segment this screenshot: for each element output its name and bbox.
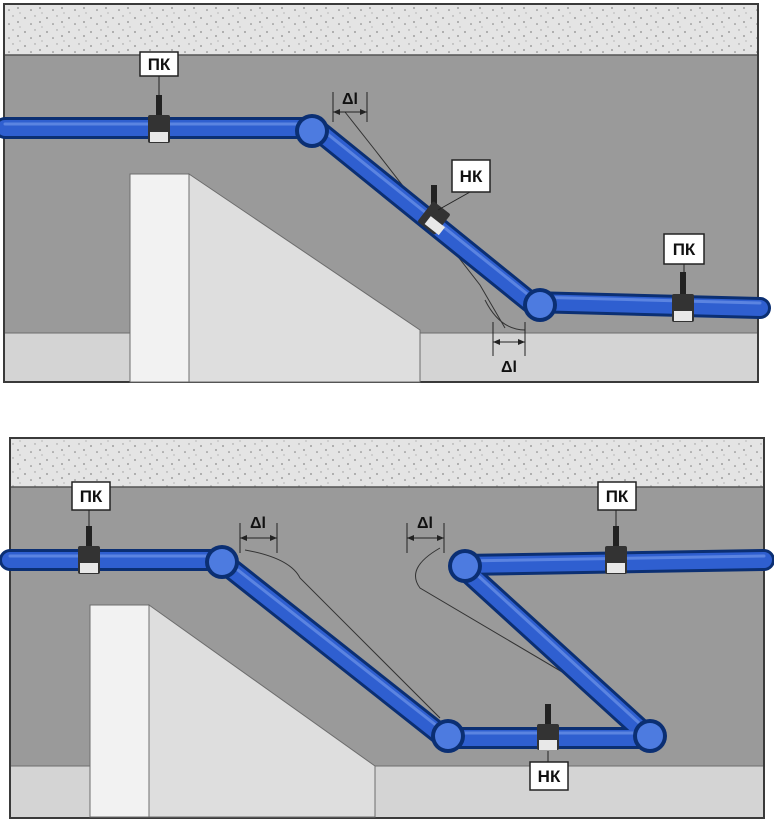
beam-face <box>129 173 190 383</box>
elbow-right-top <box>448 549 482 583</box>
label-pk-right: ПК <box>663 233 705 265</box>
delta-l-top-text: Δl <box>342 91 358 108</box>
label-nk-text: НК <box>460 167 483 186</box>
elbow-left-bottom <box>431 719 465 753</box>
elbow-top <box>295 114 329 148</box>
delta-l-right-text: Δl <box>417 515 433 532</box>
beam-face <box>89 604 150 818</box>
label-pk-left: ПК <box>71 481 111 511</box>
thermal-deflection-line-right <box>415 547 641 719</box>
delta-l-left: Δl <box>239 515 278 553</box>
sliding-support <box>418 185 450 236</box>
label-pk-left-text: ПК <box>148 55 171 74</box>
bottom-diagram: ПК ПК НК Δl Δl <box>0 428 774 820</box>
label-nk: НК <box>451 159 491 193</box>
top-diagram: ПК НК ПК Δl Δl <box>0 0 774 395</box>
elbow-right-bottom <box>633 719 667 753</box>
label-pk-left-text: ПК <box>80 487 103 506</box>
delta-l-left-text: Δl <box>250 515 266 532</box>
elbow-bottom <box>523 288 557 322</box>
bottom-diagram-canvas: ПК ПК НК Δl Δl <box>0 437 774 819</box>
sliding-support <box>537 704 559 750</box>
label-nk-text: НК <box>538 767 561 786</box>
beam-slope <box>188 173 421 383</box>
elbow-left-top <box>205 545 239 579</box>
fixed-support-right <box>605 526 627 574</box>
label-nk: НК <box>529 761 569 791</box>
label-pk-left: ПК <box>139 51 179 77</box>
delta-l-top: Δl <box>332 91 368 122</box>
ceiling-slab <box>11 439 763 487</box>
beam-slope <box>148 604 376 818</box>
leader-nk <box>437 191 471 211</box>
fixed-support-left <box>78 526 100 574</box>
fixed-support-right <box>672 272 694 322</box>
delta-l-bottom: Δl <box>492 322 526 376</box>
deflection-arc-bottom <box>484 299 526 331</box>
delta-l-bottom-text: Δl <box>501 359 517 376</box>
label-pk-right: ПК <box>597 481 637 511</box>
fixed-support-left <box>148 95 170 143</box>
ceiling-slab <box>5 5 757 55</box>
label-pk-right-text: ПК <box>673 240 696 259</box>
thermal-deflection-line-left <box>244 549 441 719</box>
top-diagram-canvas: ПК НК ПК Δl Δl <box>0 3 771 383</box>
label-pk-right-text: ПК <box>606 487 629 506</box>
delta-l-right: Δl <box>406 515 445 553</box>
